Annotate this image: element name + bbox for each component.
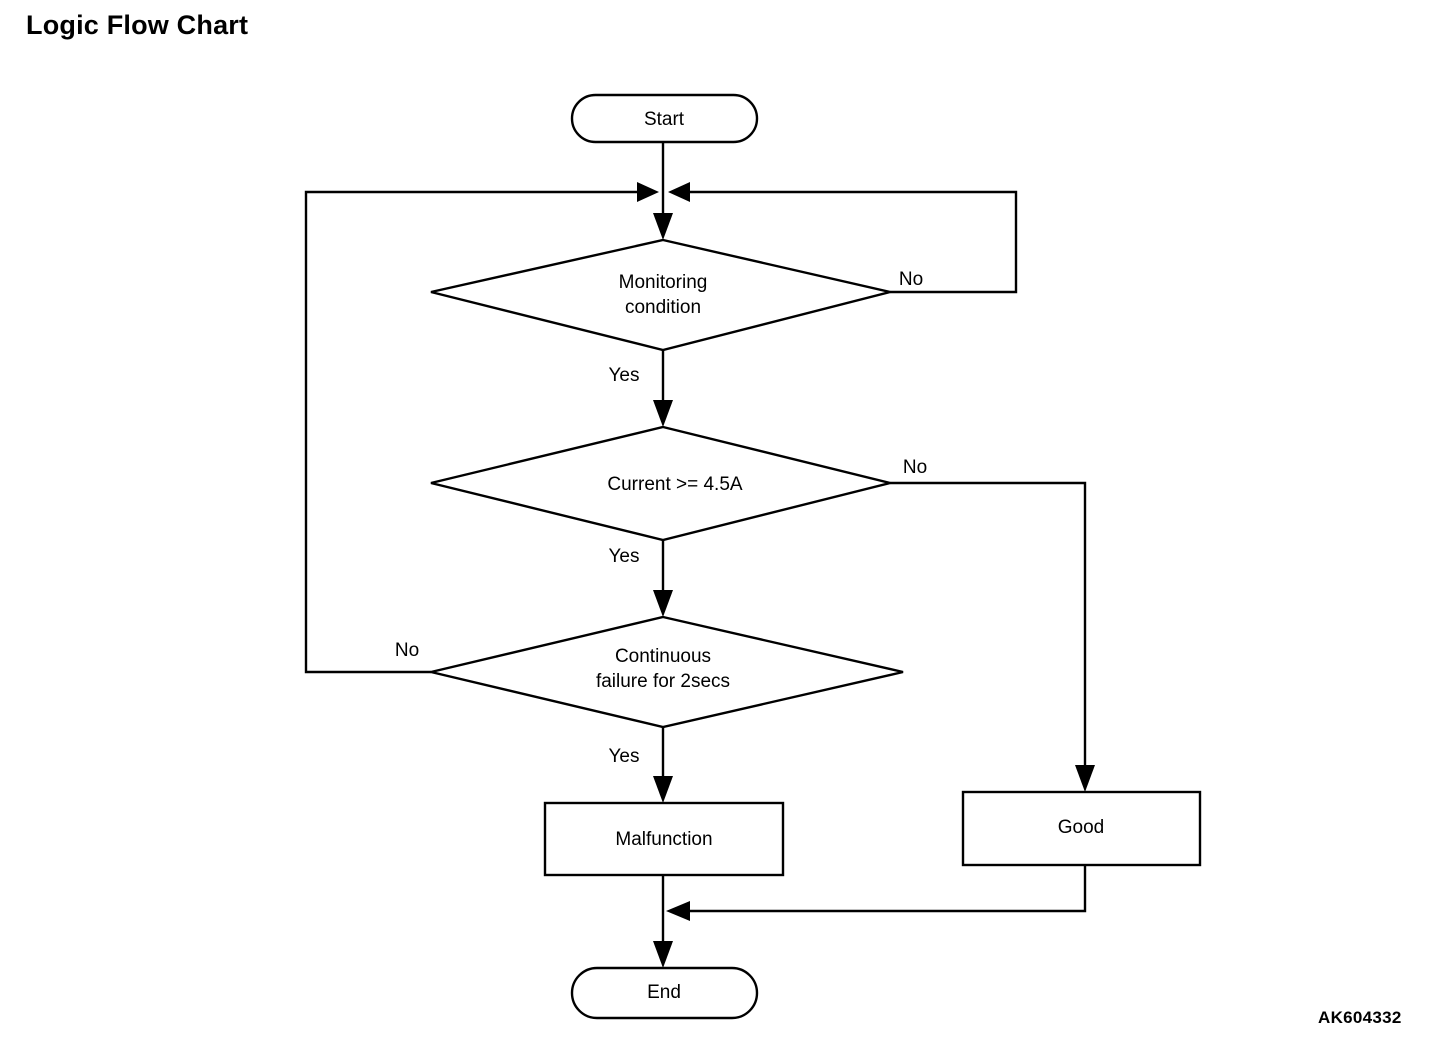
reference-code: AK604332: [1318, 1008, 1402, 1027]
edge-label-monitoring-no: No: [899, 269, 923, 290]
connector-current-no-to-good: [890, 481, 1087, 780]
arrowhead-into-end: [653, 941, 673, 968]
good-label: Good: [1058, 817, 1104, 838]
current-shape: [430, 425, 891, 542]
arrowhead-loopback-right: [668, 182, 690, 202]
end-label: End: [647, 982, 681, 1003]
connector-continuous-no-loopback: [304, 190, 651, 674]
monitoring-label-line2: condition: [625, 297, 701, 318]
edge-label-continuous-no: No: [395, 640, 419, 661]
continuous-label-line2: failure for 2secs: [596, 671, 730, 692]
node-start[interactable]: Start: [570, 93, 759, 144]
node-malfunction[interactable]: Malfunction: [543, 801, 785, 877]
edge-label-monitoring-yes: Yes: [609, 365, 640, 386]
continuous-label-line1: Continuous: [615, 646, 711, 667]
arrowhead-loopback-left: [637, 182, 659, 202]
node-good[interactable]: Good: [961, 790, 1202, 867]
malfunction-label: Malfunction: [615, 829, 712, 850]
current-label: Current >= 4.5A: [607, 474, 743, 495]
continuous-shape: [430, 615, 904, 729]
arrowhead-into-continuous: [653, 590, 673, 617]
edge-label-continuous-yes: Yes: [609, 746, 640, 767]
page-title: Logic Flow Chart: [26, 10, 249, 40]
node-end[interactable]: End: [570, 966, 759, 1020]
connector-monitoring-no-loopback: [676, 190, 1018, 294]
start-label: Start: [644, 109, 685, 130]
monitoring-shape: [430, 238, 891, 352]
end-shape: [570, 966, 759, 1020]
arrowhead-into-current: [653, 400, 673, 427]
monitoring-label-line1: Monitoring: [619, 272, 708, 293]
node-monitoring-condition[interactable]: Monitoring condition: [430, 238, 891, 352]
good-shape: [961, 790, 1202, 867]
arrowhead-into-good: [1075, 765, 1095, 792]
arrowhead-into-monitoring: [653, 213, 673, 240]
node-current-threshold[interactable]: Current >= 4.5A: [430, 425, 891, 542]
arrowhead-into-malfunction: [653, 776, 673, 803]
start-shape: [570, 93, 759, 144]
node-continuous-failure[interactable]: Continuous failure for 2secs: [430, 615, 904, 729]
edge-label-current-yes: Yes: [609, 546, 640, 567]
arrowhead-good-merge: [666, 901, 690, 921]
malfunction-shape: [543, 801, 785, 877]
edge-label-current-no: No: [903, 457, 927, 478]
connector-good-to-end: [687, 865, 1087, 913]
